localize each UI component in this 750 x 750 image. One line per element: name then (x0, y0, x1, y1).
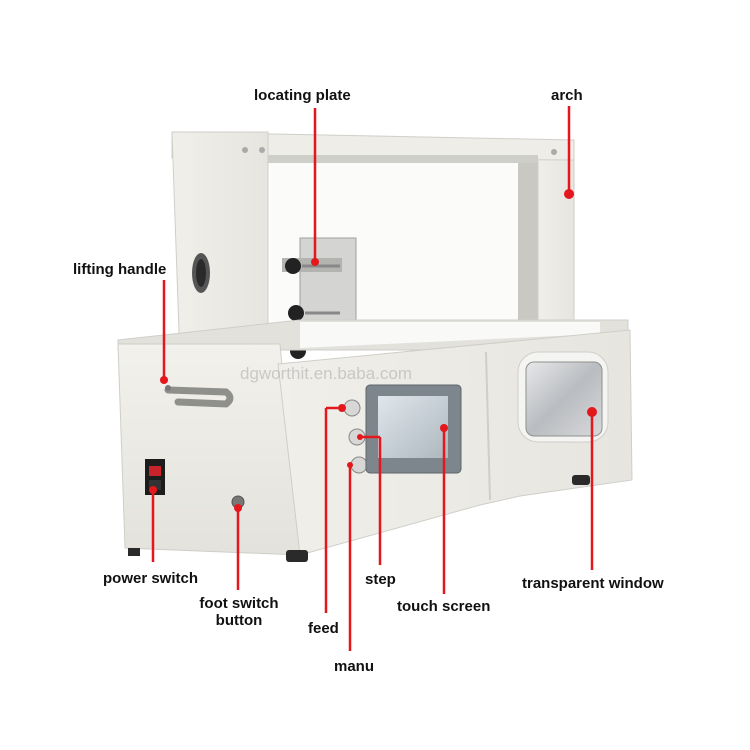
callout-lines (151, 106, 594, 651)
callout-dots (149, 189, 597, 512)
label-manu: manu (334, 658, 375, 675)
label-foot-switch-line2: button (215, 612, 263, 629)
label-step: step (365, 571, 396, 588)
label-transparent-window: transparent window (522, 575, 664, 592)
label-foot-switch-line1: foot switch (199, 595, 279, 612)
label-locating-plate: locating plate (254, 87, 351, 104)
label-feed: feed (308, 620, 339, 637)
transparent-window (517, 351, 609, 443)
watermark: dgworthit.en.baba.com (240, 364, 412, 383)
touch-screen (365, 384, 462, 474)
label-power-switch: power switch (103, 570, 199, 587)
label-foot-switch-button: foot switch button (190, 595, 288, 629)
label-touch-screen: touch screen (397, 598, 491, 615)
lifting-handle (164, 385, 234, 408)
label-arch: arch (551, 87, 583, 104)
label-lifting-handle: lifting handle (73, 261, 167, 278)
power-switch (145, 459, 165, 495)
